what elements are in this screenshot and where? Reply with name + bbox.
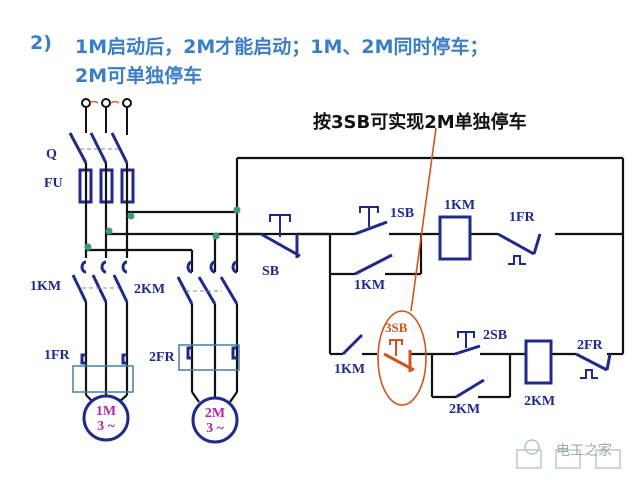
label-2km-main: 2KM — [134, 282, 166, 297]
label-1sb: 1SB — [390, 206, 415, 221]
watermark-text: 电工之家 — [556, 443, 612, 459]
motor-2m-phase: 3 ~ — [206, 421, 224, 436]
label-2sb: 2SB — [483, 328, 508, 343]
annotation-text: 按3SB可实现2M单独停车 — [313, 112, 527, 133]
motor-2m-label: 2M 3 ~ — [195, 406, 235, 436]
control-symbols — [260, 206, 612, 399]
motor-1m-label: 1M 3 ~ — [86, 404, 126, 434]
main-wires — [84, 156, 625, 354]
label-fu: FU — [44, 176, 63, 191]
label-2km-hold: 2KM — [449, 402, 481, 417]
label-2fr-main: 2FR — [149, 350, 175, 365]
label-2fr-contact: 2FR — [577, 338, 603, 353]
label-1fr-contact: 1FR — [509, 210, 535, 225]
label-sb: SB — [262, 264, 280, 279]
label-1km-main: 1KM — [30, 279, 62, 294]
stop-3sb-highlight — [377, 127, 437, 406]
label-1km-coil: 1KM — [444, 198, 476, 213]
switch-q-symbol — [68, 132, 129, 164]
motor-1m-phase: 3 ~ — [97, 419, 115, 434]
label-3sb: 3SB — [385, 320, 408, 335]
motor-1m-name: 1M — [95, 404, 117, 419]
label-1fr-main: 1FR — [44, 348, 70, 363]
km-main-contacts — [71, 260, 239, 305]
motor-circles — [82, 394, 239, 444]
motor-2m-name: 2M — [204, 406, 226, 421]
title-line2: 2M可单独停车 — [75, 65, 203, 87]
label-1km-hold: 1KM — [354, 278, 386, 293]
label-1km-interlock: 1KM — [334, 362, 366, 377]
power-terminals — [81, 98, 132, 135]
label-q: Q — [46, 147, 57, 162]
watermark-logo — [516, 439, 621, 469]
title-number: 2) — [30, 32, 52, 54]
title-line1: 1M启动后，2M才能启动；1M、2M同时停车； — [75, 36, 489, 58]
control-wires — [237, 232, 623, 399]
label-2km-coil: 2KM — [524, 394, 556, 409]
fr-heater-symbols — [72, 344, 240, 393]
junction-dots — [84, 206, 241, 251]
